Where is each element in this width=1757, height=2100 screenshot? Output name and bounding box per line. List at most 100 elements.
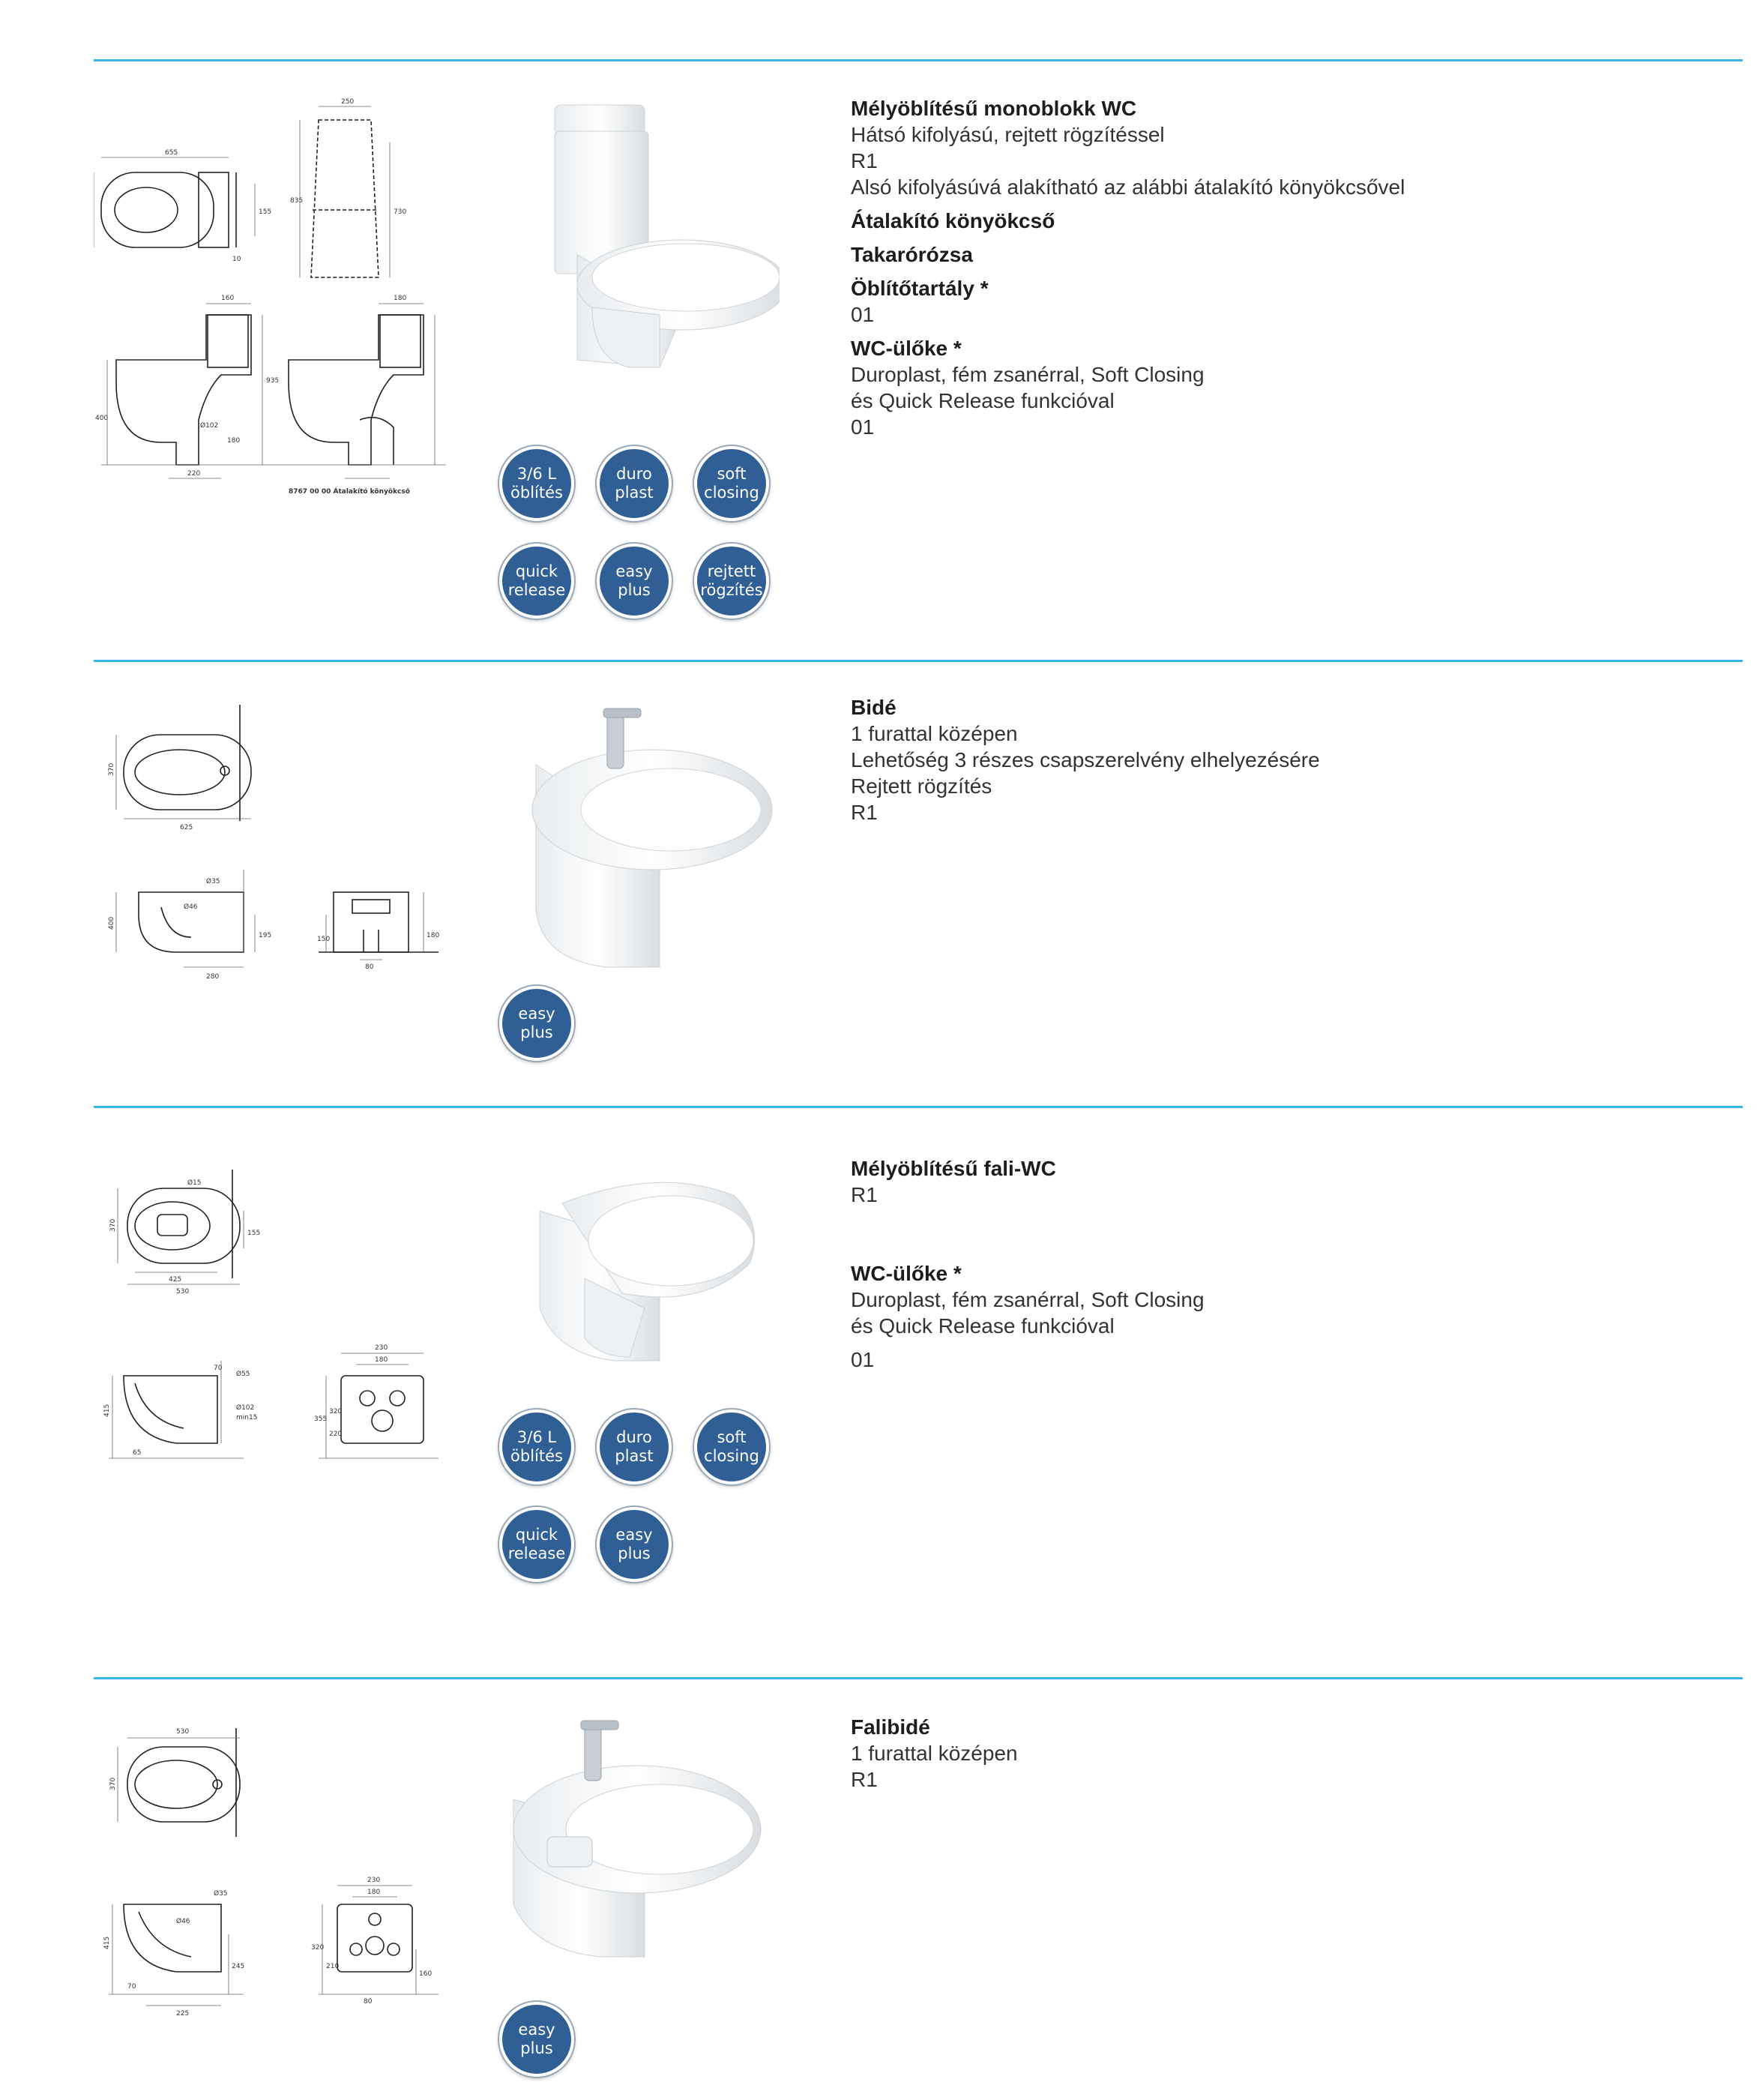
accessory-title: Takarórózsa — [851, 243, 973, 266]
product-description: Falibidé 1 furattal középen R1 — [851, 1714, 1713, 1793]
bidet-image — [531, 708, 773, 968]
dim-label: 370 — [109, 1778, 117, 1790]
dim-label: 425 — [169, 1276, 181, 1284]
badge-duroplast: duro plast — [597, 446, 672, 521]
dim-label: 80 — [364, 1998, 373, 2006]
dim-label: 415 — [103, 1937, 111, 1949]
dim-label: 225 — [176, 2010, 189, 2018]
dim-label: 150 — [317, 936, 330, 943]
product-photo-wall-bidet — [510, 1709, 780, 1979]
badge-flush: 3/6 L öblítés — [499, 446, 574, 521]
accessory-line: és Quick Release funkcióval — [851, 1314, 1115, 1338]
badge-easy-plus: easy plus — [499, 986, 574, 1061]
dim-label: 220 — [187, 470, 200, 478]
accessory-value: 01 — [851, 1348, 875, 1371]
badge-quick-release: quick release — [499, 1507, 574, 1582]
product-title: Falibidé — [851, 1715, 930, 1739]
product-line: Rejtett rögzítés — [851, 774, 992, 798]
badge-hidden-fixing: rejtett rögzítés — [694, 544, 769, 619]
product-description: Mélyöblítésű monoblokk WC Hátsó kifolyás… — [851, 95, 1713, 440]
dim-label: 180 — [394, 295, 406, 302]
product-line: 1 furattal középen — [851, 1742, 1018, 1765]
monoblock-dimension-drawing: 655 370 155 10 250 835 730 160 180 400 Ø… — [94, 98, 446, 496]
dim-label: 70 — [127, 1983, 136, 1991]
technical-drawings: 370 625 Ø35 Ø46 400 195 280 150 80 180 — [94, 690, 453, 990]
dim-label: Ø46 — [176, 1917, 190, 1925]
dim-label: 230 — [375, 1344, 388, 1352]
dim-label: 155 — [259, 208, 271, 216]
badge-soft-closing: soft closing — [694, 446, 769, 521]
accessory-title: Átalakító könyökcső — [851, 209, 1055, 232]
product-title: Bidé — [851, 696, 896, 719]
wall-bidet-dimension-drawing: 530 370 Ø35 Ø46 415 70 245 225 230 180 3… — [103, 1728, 439, 2018]
dim-label: 530 — [176, 1288, 189, 1296]
product-line: Alsó kifolyásúvá alakítható az alábbi át… — [851, 175, 1405, 199]
dim-label: 655 — [165, 149, 178, 157]
dim-label: 625 — [180, 824, 193, 831]
product-photo-bidet — [510, 697, 780, 975]
product-line: R1 — [851, 149, 878, 172]
dim-label: 320 — [311, 1944, 324, 1952]
section-divider-4 — [94, 1677, 1743, 1679]
dim-label: 155 — [247, 1230, 260, 1237]
badge-flush: 3/6 L öblítés — [499, 1409, 574, 1484]
accessory-title: WC-ülőke * — [851, 337, 962, 360]
technical-drawings: 655 370 155 10 250 835 730 160 180 400 Ø… — [94, 90, 453, 510]
dim-label: 180 — [227, 437, 240, 445]
dim-label: Ø46 — [184, 903, 198, 911]
product-line: Hátsó kifolyású, rejtett rögzítéssel — [851, 123, 1165, 146]
dim-label: 400 — [108, 917, 115, 930]
product-photo-wall-wc — [510, 1158, 780, 1383]
dim-label: Ø35 — [206, 877, 220, 885]
accessory-line: és Quick Release funkcióval — [851, 389, 1115, 412]
dim-label: 320 — [329, 1408, 342, 1415]
dim-label: 355 — [314, 1415, 327, 1423]
accessory-title: Öblítőtartály * — [851, 277, 989, 300]
dim-label: Ø102 — [236, 1403, 254, 1412]
dim-label: 180 — [427, 932, 439, 939]
product-line: R1 — [851, 1183, 878, 1206]
product-photo-monoblock — [510, 90, 780, 390]
product-line: R1 — [851, 801, 878, 824]
feature-badges: easy plus — [499, 986, 784, 1068]
product-title: Mélyöblítésű fali-WC — [851, 1157, 1056, 1180]
dim-label: Ø102 — [200, 421, 218, 430]
product-line: 1 furattal középen — [851, 722, 1018, 745]
product-description: Bidé 1 furattal középen Lehetőség 3 rész… — [851, 694, 1713, 825]
drawing-caption: 8767 00 00 Átalakító könyökcső — [289, 487, 410, 496]
dim-label: 370 — [108, 763, 115, 776]
monoblock-toilet-image — [554, 104, 780, 368]
accessory-title: WC-ülőke * — [851, 1262, 962, 1285]
product-line: R1 — [851, 1768, 878, 1791]
dim-label: 220 — [329, 1430, 342, 1438]
dim-label: 160 — [221, 295, 234, 302]
dim-label: 80 — [365, 963, 374, 971]
wall-bidet-image — [513, 1720, 762, 1958]
accessory-value: 01 — [851, 303, 875, 326]
accessory-line: Duroplast, fém zsanérral, Soft Closing — [851, 1288, 1205, 1311]
section-divider-3 — [94, 1106, 1743, 1108]
technical-drawings: Ø15 370 155 425 530 70 Ø55 415 Ø102 min1… — [94, 1151, 453, 1496]
dim-label: min15 — [236, 1414, 257, 1421]
dim-label: 400 — [95, 415, 108, 422]
badge-quick-release: quick release — [499, 544, 574, 619]
section-divider-2 — [94, 660, 1743, 662]
technical-drawings: 530 370 Ø35 Ø46 415 70 245 225 230 180 3… — [94, 1709, 453, 2032]
section-divider-1 — [94, 59, 1743, 61]
dim-label: 10 — [232, 256, 241, 263]
wall-wc-image — [539, 1182, 756, 1362]
badge-easy-plus: easy plus — [597, 544, 672, 619]
badge-easy-plus: easy plus — [597, 1507, 672, 1582]
dim-label: 280 — [206, 973, 219, 981]
wall-wc-dimension-drawing: Ø15 370 155 425 530 70 Ø55 415 Ø102 min1… — [103, 1170, 439, 1459]
dim-label: 195 — [259, 932, 271, 939]
dim-label: 230 — [367, 1877, 380, 1884]
dim-label: 180 — [375, 1356, 388, 1364]
dim-label: 65 — [133, 1449, 141, 1457]
dim-label: Ø55 — [236, 1370, 250, 1378]
dim-label: 210 — [326, 1963, 339, 1970]
dim-label: 70 — [214, 1365, 223, 1372]
bidet-dimension-drawing: 370 625 Ø35 Ø46 400 195 280 150 80 180 — [108, 705, 439, 981]
accessory-line: Duroplast, fém zsanérral, Soft Closing — [851, 363, 1205, 386]
dim-label: Ø35 — [214, 1889, 228, 1898]
